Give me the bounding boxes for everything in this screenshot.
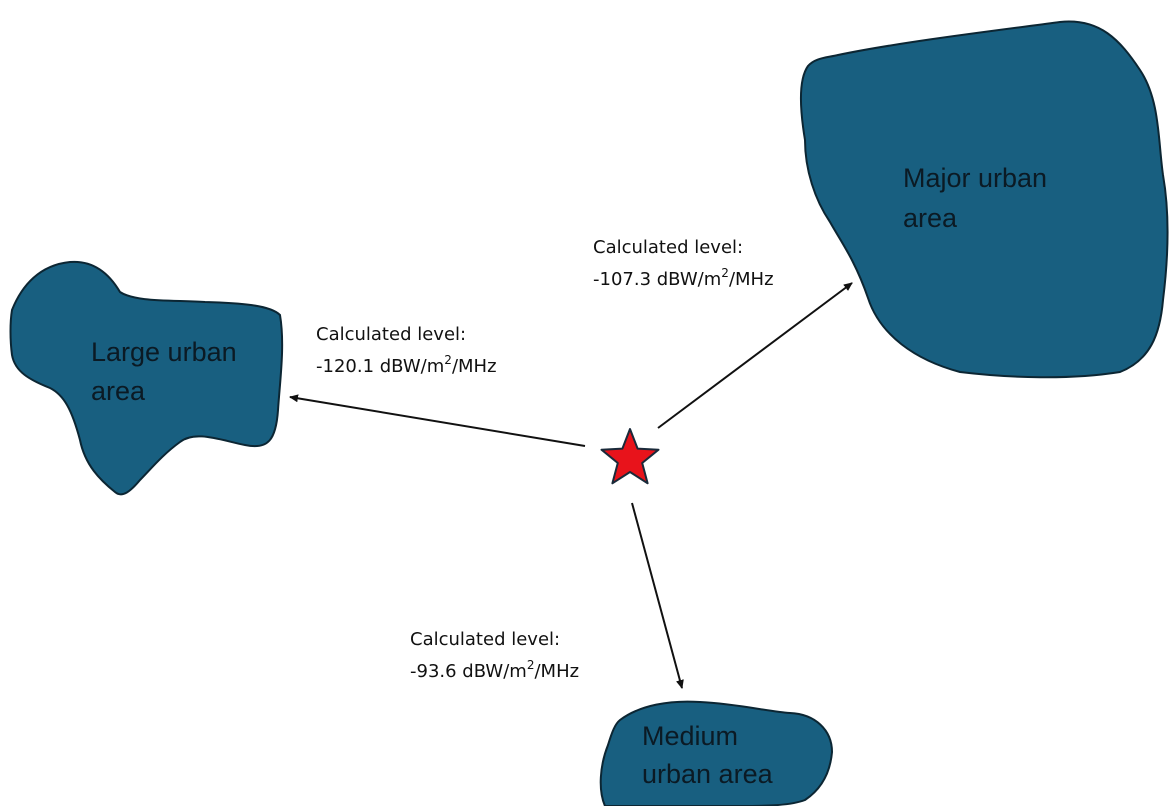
medium-level-unit-b: /MHz <box>534 661 579 682</box>
arrow-to-major-area <box>657 282 853 429</box>
large-level-heading: Calculated level: <box>316 324 466 345</box>
large-area-label: Large urban area <box>91 337 244 406</box>
medium-area-label: Medium urban area <box>642 721 774 789</box>
arrow-to-large-area <box>289 394 586 447</box>
arrow-to-medium-area <box>631 502 684 689</box>
medium-urban-area-shape <box>599 700 834 806</box>
medium-level-number: -93.6 <box>410 661 457 682</box>
major-level-unit-sup: 2 <box>721 266 729 280</box>
large-level-unit-a: dBW/m <box>374 356 444 377</box>
major-level-unit-a: dBW/m <box>651 269 721 290</box>
star-icon <box>600 428 660 485</box>
medium-level-value: -93.6 dBW/m2/MHz <box>410 658 579 682</box>
large-level-number: -120.1 <box>316 356 374 377</box>
large-level-unit-b: /MHz <box>452 356 497 377</box>
major-area-label-line2: area <box>903 203 958 233</box>
large-area-label-line1: Large urban <box>91 337 237 367</box>
medium-area-label-line2: urban area <box>642 759 774 789</box>
medium-area-label-line1: Medium <box>642 721 738 751</box>
major-level-number: -107.3 <box>593 269 651 290</box>
major-area-label: Major urban area <box>903 163 1055 233</box>
large-level-label: Calculated level: <box>316 324 466 345</box>
major-level-unit-b: /MHz <box>729 269 774 290</box>
major-level-label: Calculated level: <box>593 237 743 258</box>
medium-level-heading: Calculated level: <box>410 629 560 650</box>
medium-level-unit-sup: 2 <box>527 658 535 672</box>
large-level-value: -120.1 dBW/m2/MHz <box>316 353 497 377</box>
major-area-label-line1: Major urban <box>903 163 1047 193</box>
major-level-heading: Calculated level: <box>593 237 743 258</box>
large-area-label-line2: area <box>91 376 146 406</box>
medium-level-unit-a: dBW/m <box>457 661 527 682</box>
major-urban-area-shape <box>799 20 1169 379</box>
large-level-unit-sup: 2 <box>444 353 452 367</box>
large-urban-area-shape <box>9 260 284 496</box>
medium-level-label: Calculated level: <box>410 629 560 650</box>
major-level-value: -107.3 dBW/m2/MHz <box>593 266 774 290</box>
